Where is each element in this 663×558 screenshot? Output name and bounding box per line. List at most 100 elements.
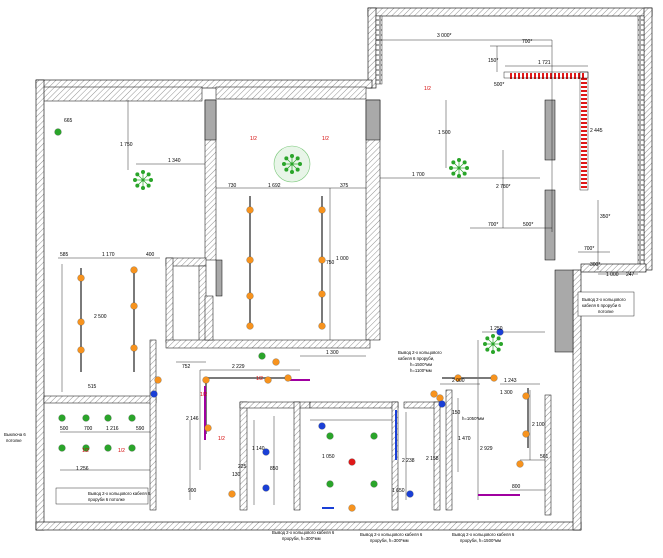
dim-1692: 1 692 — [268, 183, 281, 189]
dim-700: 700* — [522, 39, 532, 45]
dim-900: 900 — [188, 488, 197, 494]
dim-2500: 2 500 — [94, 314, 107, 320]
dim-1243: 1 243 — [504, 378, 517, 384]
chandelier-right-bulb — [465, 166, 469, 170]
spot-orange-1 — [77, 274, 85, 282]
spot-orange-10 — [246, 322, 254, 330]
spot-green-6 — [82, 444, 90, 452]
chandelier-left-bulb — [149, 178, 153, 182]
light-rails — [80, 196, 529, 448]
chandelier-center-bulb — [298, 162, 302, 166]
spot-orange-19 — [490, 374, 498, 382]
chandelier-center-bulb — [284, 156, 289, 161]
chandelier-left-bulb — [146, 183, 151, 188]
chandelier-right — [457, 166, 461, 170]
dim-700c: 700* — [584, 246, 594, 252]
chandeliers — [133, 145, 503, 354]
outer-walls — [35, 7, 653, 531]
note-left-2: потолке — [6, 438, 22, 443]
spot-green-9 — [326, 432, 334, 440]
dim-665: 665 — [64, 118, 73, 124]
dim-2929: 2 929 — [480, 446, 493, 452]
dim-585: 585 — [60, 252, 69, 258]
led-strip — [503, 71, 589, 191]
spot-orange-13 — [318, 290, 326, 298]
chandelier-lower-right-bulb — [491, 334, 495, 338]
half-3: 1/2 — [424, 86, 431, 92]
spot-green-2 — [82, 414, 90, 422]
dim-3000: 3 000* — [437, 33, 452, 39]
dim-500b: 500* — [523, 222, 533, 228]
dim-1140: 1 140 — [252, 446, 265, 452]
spot-orange-26 — [436, 394, 444, 402]
half-4: 1/2 — [256, 376, 263, 382]
spot-orange-16 — [204, 424, 212, 432]
dim-1250: 1 250 — [490, 326, 503, 332]
dim-1721: 1 721 — [538, 60, 551, 66]
chandelier-lower-right-bulb — [496, 347, 501, 352]
dim-1470: 1 470 — [458, 436, 471, 442]
chandelier-center-bulb — [295, 167, 300, 172]
dim-800: 800 — [512, 484, 521, 490]
spot-lights — [54, 128, 530, 512]
dim-1300: 1 300 — [326, 350, 339, 356]
dimension-texts: 3 000* 700* 1 721 150* 500* 1 500 2 780*… — [60, 33, 635, 494]
chandelier-lower-right-bulb — [485, 347, 490, 352]
chandelier-lower-right-bulb — [499, 342, 503, 346]
chandelier-left-bulb — [135, 183, 140, 188]
note-b3-2: проруби, h=1500*мм — [460, 538, 501, 543]
dim-2780: 2 780* — [496, 184, 511, 190]
half-5: 1/2 — [218, 436, 225, 442]
note-b1-1: Вывод 2-х кольцового кабеля 6 — [272, 530, 335, 535]
chandelier-lower-right — [491, 342, 495, 346]
chandelier-center-bulb — [290, 154, 294, 158]
dim-375: 375 — [340, 183, 349, 189]
chandelier-right-bulb — [449, 166, 453, 170]
note-mid-2: кабеля 6 проруби, — [398, 356, 434, 361]
chandelier-left-bulb — [141, 170, 145, 174]
dim-2146: 2 146 — [186, 416, 199, 422]
dim-2229: 2 229 — [232, 364, 245, 370]
dim-1650: 1 650 — [392, 488, 405, 494]
spot-orange-9 — [246, 292, 254, 300]
spot-orange-7 — [246, 206, 254, 214]
dim-1000b: 1 000 — [336, 256, 349, 262]
dim-1000: 1 000 — [606, 272, 619, 278]
note-bl-2: проруби 6 потолке — [88, 497, 126, 502]
dim-2445: 2 445 — [590, 128, 603, 134]
chandelier-center-bulb — [284, 167, 289, 172]
spot-green-8 — [128, 444, 136, 452]
chandelier-right-bulb — [451, 171, 456, 176]
dim-130: 130 — [232, 472, 241, 478]
note-b1-2: проруби, h=300*мм — [282, 536, 321, 541]
spot-green-13 — [258, 352, 266, 360]
note-mid-1: Вывод 2-х кольцового — [398, 350, 442, 355]
dim-1256: 1 256 — [76, 466, 89, 472]
dim-1500: 1 500 — [438, 130, 451, 136]
spot-orange-6 — [130, 344, 138, 352]
chandelier-left — [141, 178, 145, 182]
spot-green-14 — [54, 128, 62, 136]
chandelier-lower-right-bulb — [485, 336, 490, 341]
spot-orange-23 — [516, 460, 524, 468]
half-8: 1/2 — [200, 392, 207, 398]
spot-green-5 — [58, 444, 66, 452]
dim-500: 500* — [494, 82, 504, 88]
spot-blue-2 — [262, 484, 270, 492]
spot-orange-20 — [522, 392, 530, 400]
spot-orange-21 — [522, 430, 530, 438]
chandelier-left-bulb — [133, 178, 137, 182]
note-h1050: h=1050*мм — [462, 416, 484, 421]
dim-400: 400 — [146, 252, 155, 258]
spot-orange-4 — [130, 266, 138, 274]
spot-orange-17 — [284, 374, 292, 382]
chandelier-lower-right-bulb — [496, 336, 501, 341]
dim-300: 300* — [590, 262, 600, 268]
note-right-2: кабеля 6 проруби 6 — [582, 303, 621, 308]
chandelier-right-bulb — [457, 174, 461, 178]
half-2: 1/2 — [322, 136, 329, 142]
spot-orange-18 — [264, 376, 272, 384]
half-7: 1/2 — [118, 448, 125, 454]
note-right-3: потолке — [598, 309, 614, 314]
dim-1340: 1 340 — [168, 158, 181, 164]
